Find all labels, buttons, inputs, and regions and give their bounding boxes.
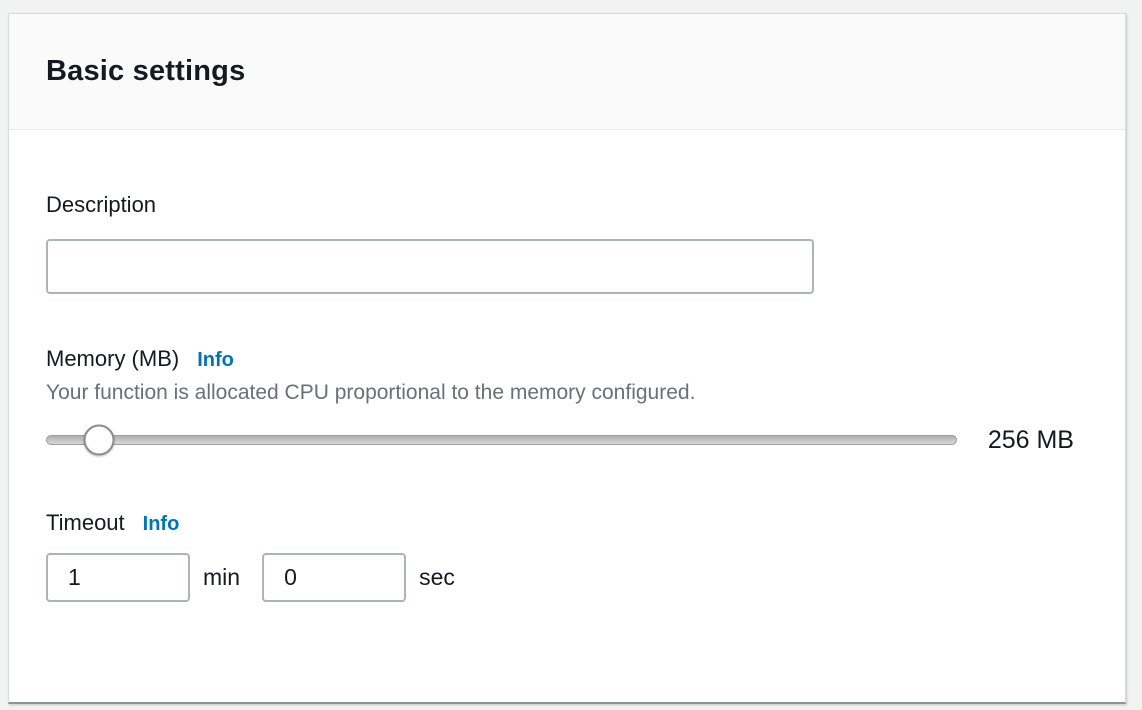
panel-body: Description Memory (MB) Info Your functi…	[9, 130, 1125, 602]
description-field: Description	[46, 192, 1088, 294]
timeout-minutes-unit: min	[203, 564, 241, 590]
description-label: Description	[46, 192, 157, 217]
panel-title: Basic settings	[46, 55, 246, 87]
panel-header: Basic settings	[9, 14, 1125, 130]
timeout-field: Timeout Info min sec	[46, 510, 1088, 602]
memory-info-link[interactable]: Info	[197, 349, 234, 371]
timeout-seconds-input[interactable]	[262, 553, 407, 602]
memory-slider-row: 256 MB	[46, 419, 1088, 461]
timeout-minutes-input[interactable]	[46, 553, 190, 602]
memory-slider[interactable]	[46, 424, 957, 456]
memory-value: 256 MB	[987, 425, 1074, 454]
timeout-label: Timeout	[46, 510, 125, 535]
memory-label: Memory (MB)	[46, 346, 180, 371]
timeout-seconds-unit: sec	[419, 564, 455, 590]
memory-slider-thumb[interactable]	[83, 424, 115, 456]
memory-slider-track[interactable]	[46, 435, 957, 445]
memory-helper-text: Your function is allocated CPU proportio…	[46, 381, 696, 404]
memory-field: Memory (MB) Info Your function is alloca…	[46, 346, 1088, 461]
basic-settings-panel: Basic settings Description Memory (MB) I…	[8, 13, 1126, 704]
timeout-info-link[interactable]: Info	[142, 513, 180, 535]
description-input[interactable]	[46, 239, 814, 294]
